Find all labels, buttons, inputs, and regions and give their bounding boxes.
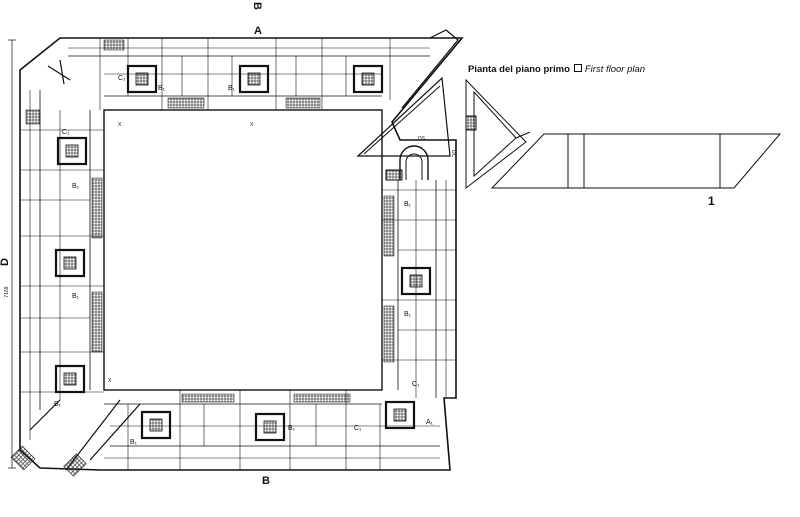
room-label-a1: A₁ (426, 419, 434, 426)
room-label-b1: B₁ (404, 201, 412, 208)
room-label-x: X (108, 378, 112, 384)
room-label-b1: B₁ (288, 425, 296, 432)
plan-caption: Pianta del piano primo First floor plan (468, 64, 645, 75)
stair-cores (54, 64, 432, 442)
section-mark-top-b: B (251, 2, 263, 10)
room-label-c1: C₁ (412, 381, 420, 388)
caption-english: First floor plan (584, 64, 646, 75)
separator-box-icon (573, 64, 582, 72)
dimension-label: 7169 (4, 286, 10, 297)
stair-label-ds: DS (418, 136, 426, 142)
room-label-b1: B₁ (130, 439, 138, 446)
room-label-b1: B₁ (72, 183, 80, 190)
caption-italian: Pianta del piano primo (468, 64, 570, 75)
room-label-c1: C₁ (354, 425, 362, 432)
figure-number: 1 (708, 194, 715, 208)
room-label-x: X (118, 122, 122, 128)
dimension-line (8, 39, 16, 469)
corner-wedges (29, 29, 459, 471)
building-outline (19, 37, 464, 471)
section-mark-top-a: A (254, 25, 262, 37)
top-wing-partitions (68, 38, 430, 110)
room-label-x: X (250, 122, 254, 128)
section-mark-left-d: D (0, 258, 11, 266)
left-wing-partitions (20, 90, 104, 440)
room-label-b1: B₁ (158, 85, 166, 92)
stair-tower (356, 76, 477, 181)
room-label-c1: C₁ (118, 75, 126, 82)
room-label-c1: C₁ (62, 129, 70, 136)
room-label-b1: B₁ (54, 401, 62, 408)
key-plan (465, 78, 782, 190)
right-wing-partitions (382, 180, 456, 398)
section-mark-bottom-b: B (262, 475, 270, 487)
galleries (10, 39, 395, 477)
room-label-b1: B₁ (228, 85, 236, 92)
room-label-b1: B₁ (404, 311, 412, 318)
stair-label-dc: DC (450, 150, 456, 158)
room-label-b1: B₁ (72, 293, 80, 300)
